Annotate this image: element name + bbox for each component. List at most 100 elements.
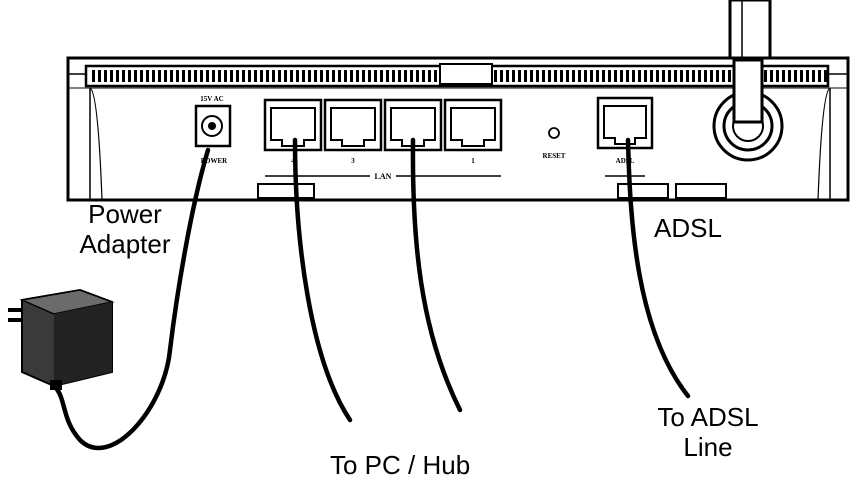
lan-group-label: LAN <box>375 172 392 181</box>
vent-slot <box>236 70 239 82</box>
vent-slot <box>500 70 503 82</box>
vent-slot <box>518 70 521 82</box>
vent-slot <box>422 70 425 82</box>
lan-port-2 <box>383 98 443 152</box>
vent-slot <box>782 70 785 82</box>
vent-slot <box>122 70 125 82</box>
callout-line: Adapter <box>79 229 171 259</box>
vent-slot <box>512 70 515 82</box>
vent-slot <box>524 70 527 82</box>
vent-slot <box>194 70 197 82</box>
vent-slot <box>602 70 605 82</box>
vent-slot <box>398 70 401 82</box>
reset-button: RESET <box>543 127 566 160</box>
vent-slot <box>152 70 155 82</box>
adsl-port: ADSL <box>596 96 654 177</box>
vent-slot <box>794 70 797 82</box>
vent-slot <box>170 70 173 82</box>
vent-slot <box>392 70 395 82</box>
vent-slot <box>296 70 299 82</box>
vent-slot <box>692 70 695 82</box>
vent-slot <box>620 70 623 82</box>
vent-slot <box>308 70 311 82</box>
callout-line: Line <box>683 432 733 462</box>
antenna-connector <box>712 58 784 162</box>
vent-slot <box>548 70 551 82</box>
vent-slot <box>266 70 269 82</box>
vent-slot <box>254 70 257 82</box>
vent-slot <box>626 70 629 82</box>
vent-slot <box>662 70 665 82</box>
vent-slot <box>332 70 335 82</box>
vent-slot <box>230 70 233 82</box>
vent-slot <box>722 70 725 82</box>
vent-slot <box>632 70 635 82</box>
vent-slot <box>320 70 323 82</box>
lan-port-1 <box>443 98 503 152</box>
lan-port-4 <box>263 98 323 152</box>
vent-slot <box>146 70 149 82</box>
lan-cable-2 <box>410 137 463 413</box>
power-adapter-icon <box>8 288 115 390</box>
vent-slot <box>128 70 131 82</box>
power-rating-label: 15V AC <box>200 95 223 103</box>
vent-slot <box>650 70 653 82</box>
vent-slot <box>380 70 383 82</box>
vent-slot <box>272 70 275 82</box>
vent-slot <box>776 70 779 82</box>
vent-slot <box>680 70 683 82</box>
vent-slot <box>536 70 539 82</box>
vent-slot <box>290 70 293 82</box>
vent-slot <box>344 70 347 82</box>
vent-slot <box>302 70 305 82</box>
adsl-cable <box>625 137 691 399</box>
vent-slot <box>506 70 509 82</box>
vent-slot <box>164 70 167 82</box>
callout-line: Power <box>88 199 162 229</box>
vent-slot <box>212 70 215 82</box>
vent-slot <box>350 70 353 82</box>
adsl-line-callout: To ADSL Line <box>646 402 770 462</box>
vent-slot <box>224 70 227 82</box>
vent-slot <box>206 70 209 82</box>
vent-slot <box>566 70 569 82</box>
vent-slot <box>416 70 419 82</box>
vent-slot <box>410 70 413 82</box>
lan-port-number: 1 <box>471 157 475 165</box>
power-port: 15V AC POWER <box>194 95 232 165</box>
vent-slot <box>578 70 581 82</box>
adsl-callout: ADSL <box>654 213 722 243</box>
vent-slot <box>710 70 713 82</box>
vent-slot <box>698 70 701 82</box>
vent-slot <box>434 70 437 82</box>
vent-slot <box>116 70 119 82</box>
vent-slot <box>188 70 191 82</box>
vent-slot <box>314 70 317 82</box>
vent-slot <box>368 70 371 82</box>
pc-hub-callout: To PC / Hub <box>330 450 471 480</box>
vent-slot <box>530 70 533 82</box>
vent-slot <box>386 70 389 82</box>
vent-slot <box>182 70 185 82</box>
vent-slot <box>596 70 599 82</box>
lan-cable-4 <box>292 137 353 423</box>
vent-slot <box>98 70 101 82</box>
vent-slot <box>134 70 137 82</box>
vent-slot <box>704 70 707 82</box>
reset-label: RESET <box>543 152 566 160</box>
vent-slot <box>806 70 809 82</box>
vent-slot <box>494 70 497 82</box>
vent-slot <box>554 70 557 82</box>
vent-slot <box>158 70 161 82</box>
vent-slot <box>542 70 545 82</box>
power-adapter-callout: Power Adapter <box>68 199 182 259</box>
vent-slot <box>200 70 203 82</box>
vent-slot <box>338 70 341 82</box>
vent-slot <box>608 70 611 82</box>
vent-slot <box>590 70 593 82</box>
power-cable <box>53 147 211 451</box>
vent-slot <box>284 70 287 82</box>
vent-slot <box>104 70 107 82</box>
